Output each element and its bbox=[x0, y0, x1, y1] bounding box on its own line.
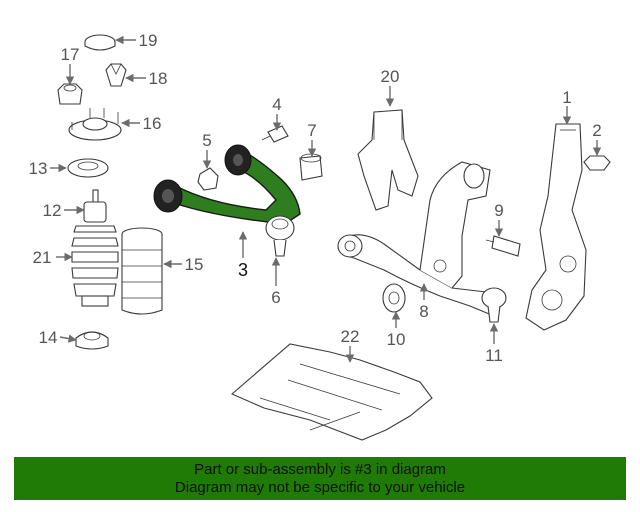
callout-18[interactable]: 18 bbox=[149, 69, 168, 88]
callout-13[interactable]: 13 bbox=[29, 159, 48, 178]
part-17-nut[interactable] bbox=[57, 83, 83, 105]
part-18-nut[interactable] bbox=[105, 63, 127, 87]
info-banner: Part or sub-assembly is #3 in diagram Di… bbox=[14, 457, 626, 500]
callout-12[interactable]: 12 bbox=[43, 201, 62, 220]
part-6-ball-joint[interactable] bbox=[265, 215, 295, 257]
part-16-strut-mount[interactable] bbox=[68, 108, 122, 141]
callout-leaders bbox=[50, 35, 602, 363]
part-9-sensor[interactable] bbox=[485, 235, 521, 257]
part-10-bushing[interactable] bbox=[382, 283, 406, 313]
callout-14[interactable]: 14 bbox=[39, 328, 58, 347]
part-13-spring-seat[interactable] bbox=[67, 158, 109, 178]
callout-10[interactable]: 10 bbox=[387, 330, 406, 349]
part-20-bracket[interactable] bbox=[357, 109, 419, 211]
callout-17[interactable]: 17 bbox=[61, 45, 80, 64]
callout-9[interactable]: 9 bbox=[494, 201, 503, 220]
part-22-skid-plate[interactable] bbox=[230, 343, 433, 441]
callout-16[interactable]: 16 bbox=[143, 114, 162, 133]
part-7-bushing[interactable] bbox=[299, 153, 323, 181]
callout-15[interactable]: 15 bbox=[185, 255, 204, 274]
part-19-cap[interactable] bbox=[84, 34, 116, 51]
callout-4[interactable]: 4 bbox=[272, 95, 281, 114]
banner-line-1: Part or sub-assembly is #3 in diagram bbox=[194, 461, 446, 478]
callout-22[interactable]: 22 bbox=[341, 327, 360, 346]
part-5-nut[interactable] bbox=[197, 167, 219, 191]
part-11-ball-joint[interactable] bbox=[481, 287, 507, 323]
part-14-lower-isolator[interactable] bbox=[75, 331, 109, 350]
callout-20[interactable]: 20 bbox=[381, 67, 400, 86]
callout-2[interactable]: 2 bbox=[592, 121, 601, 140]
callout-19[interactable]: 19 bbox=[139, 31, 158, 50]
part-12-shock-absorber[interactable] bbox=[83, 189, 107, 223]
banner-line-2: Diagram may not be specific to your vehi… bbox=[174, 479, 466, 496]
suspension-parts-diagram: 1 2 3 4 5 6 7 8 9 10 11 12 13 14 15 16 1… bbox=[29, 31, 611, 441]
callout-6[interactable]: 6 bbox=[271, 288, 280, 307]
callout-3[interactable]: 3 bbox=[238, 260, 248, 280]
callout-11[interactable]: 11 bbox=[485, 346, 503, 365]
part-4-bolt[interactable] bbox=[261, 125, 289, 143]
part-8-lower-control-arm[interactable] bbox=[337, 161, 501, 317]
part-15-dust-boot[interactable] bbox=[121, 227, 163, 315]
callout-8[interactable]: 8 bbox=[419, 302, 428, 321]
part-21-bump-stop[interactable] bbox=[71, 225, 119, 307]
callout-5[interactable]: 5 bbox=[202, 131, 211, 150]
part-1-knuckle[interactable] bbox=[525, 123, 587, 331]
callout-7[interactable]: 7 bbox=[307, 121, 316, 140]
part-3-upper-control-arm[interactable] bbox=[153, 144, 301, 227]
callout-21[interactable]: 21 bbox=[33, 248, 52, 267]
part-2-nut[interactable] bbox=[583, 155, 611, 171]
callout-1[interactable]: 1 bbox=[562, 88, 571, 107]
